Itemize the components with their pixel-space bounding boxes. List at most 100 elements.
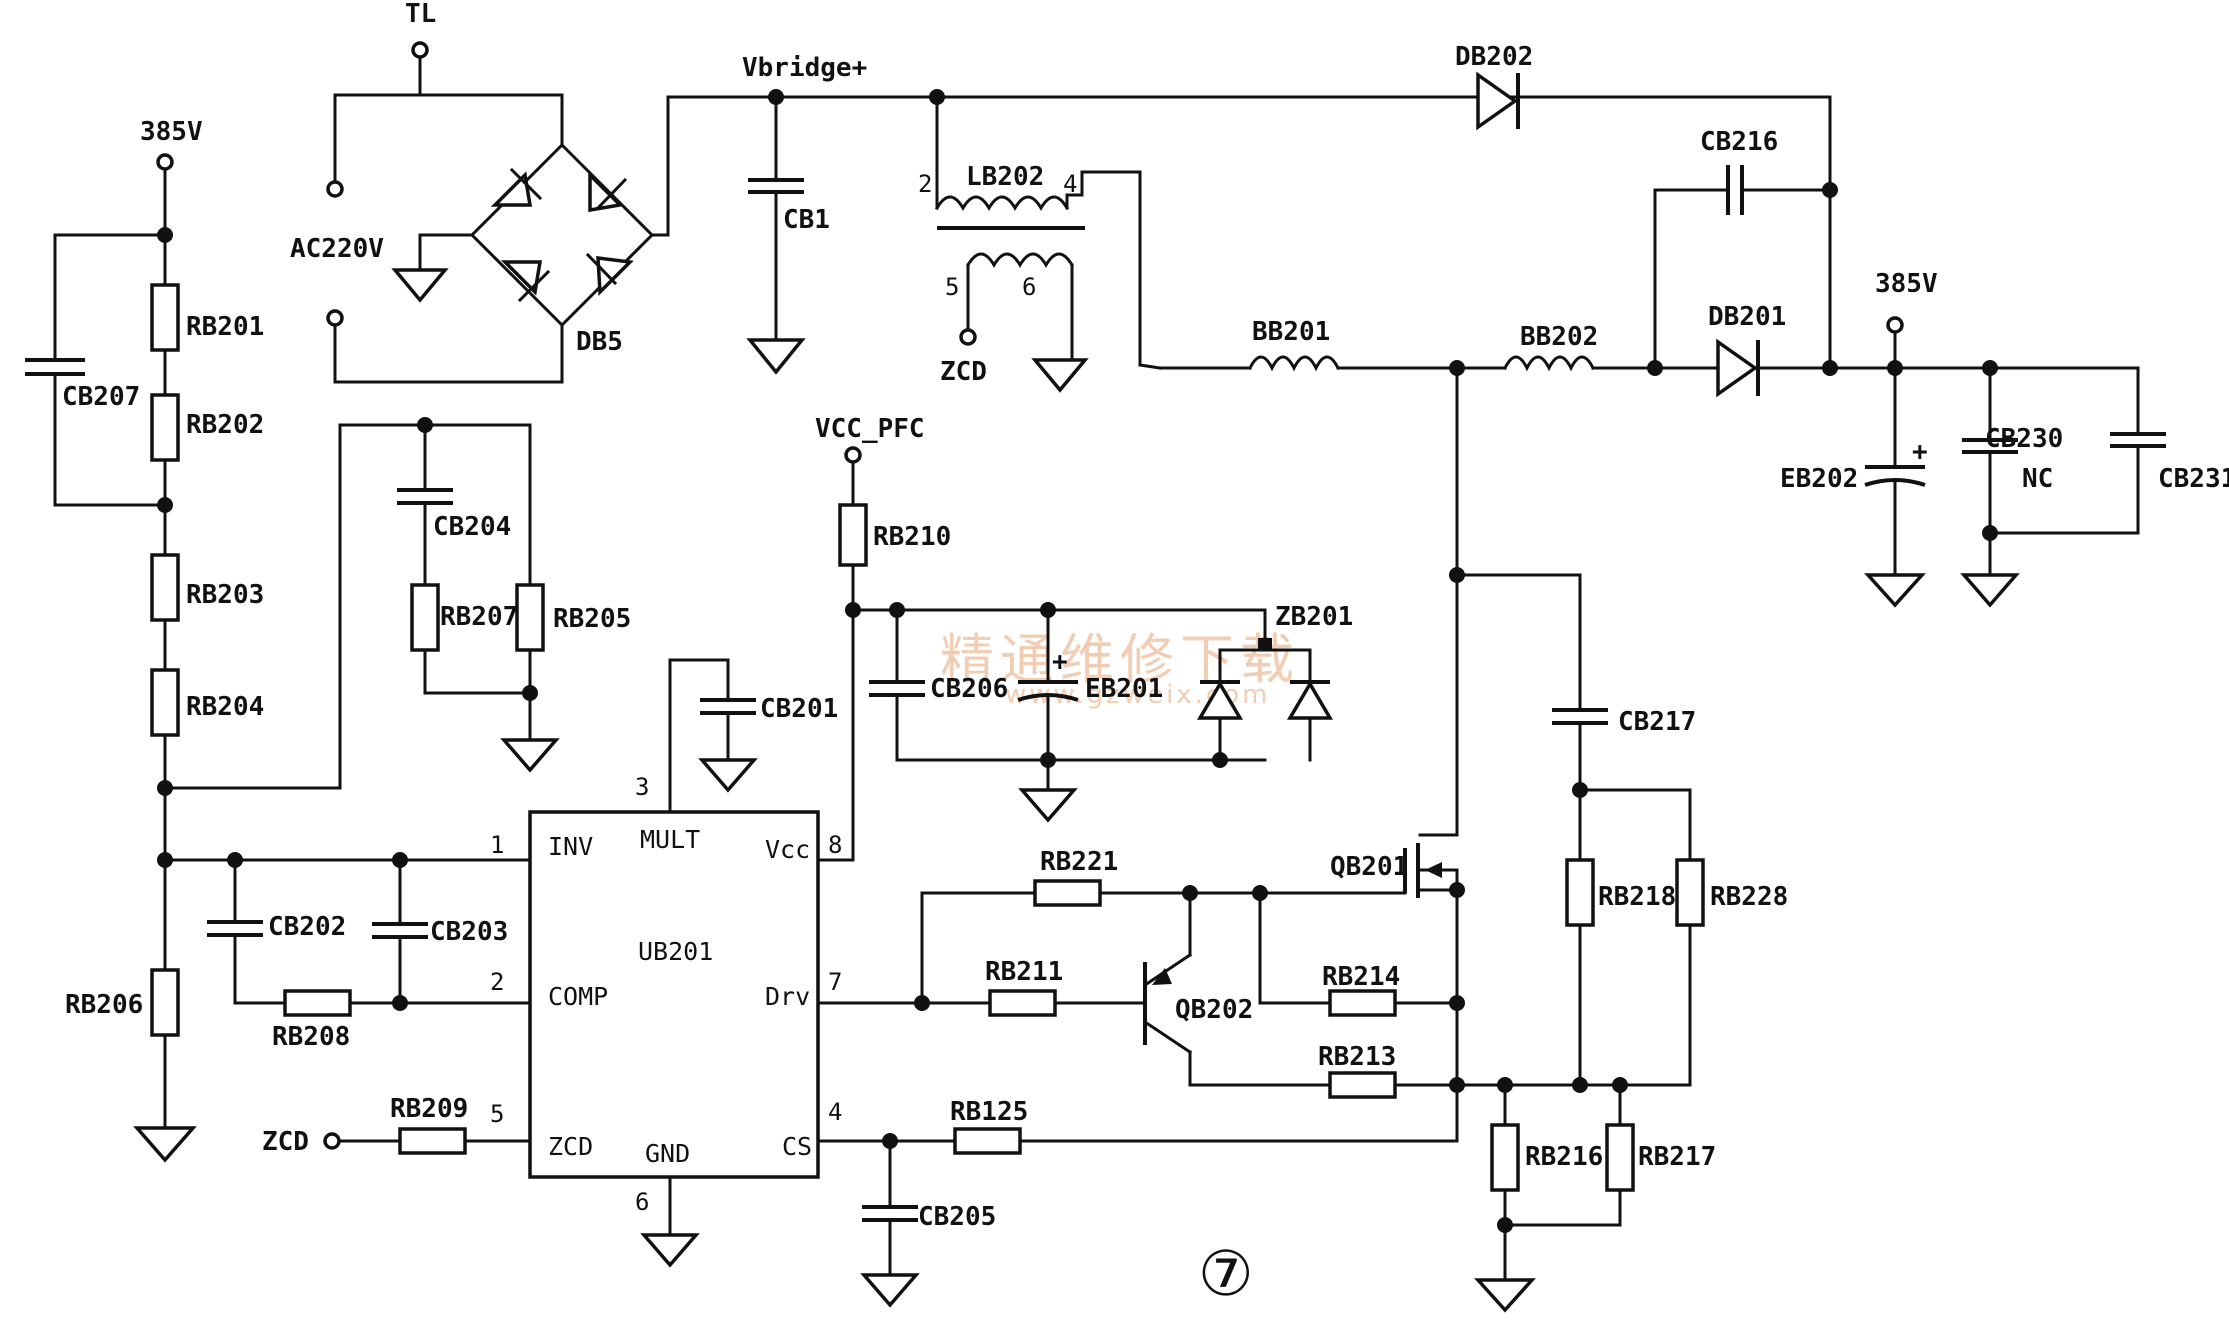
resistor-rb209 (398, 1127, 467, 1155)
resistor-rb210 (838, 503, 868, 567)
qb201-label: QB201 (1330, 852, 1408, 882)
resistor-rb206 (150, 968, 180, 1037)
zcd-in-label: ZCD (262, 1127, 309, 1157)
mult-network: CB204 RB207 RB205 (397, 423, 631, 773)
output-section: DB202 CB216 BB201 BB202 DB201 385V (1138, 42, 2229, 608)
eb201-plus: + (1052, 647, 1068, 677)
rb221-label: RB221 (1040, 847, 1118, 877)
tl-label: TL (405, 0, 436, 29)
eb201-label: EB201 (1085, 674, 1163, 704)
rb125-label: RB125 (950, 1097, 1028, 1127)
resistor-rb213 (1328, 1071, 1397, 1099)
zcd-in-terminal (323, 1132, 341, 1150)
pin1-num: 1 (490, 831, 504, 859)
rb208-label: RB208 (272, 1022, 350, 1052)
qb202-label: QB202 (1175, 995, 1253, 1025)
ub201-ref: UB201 (638, 937, 713, 966)
resistor-rb211 (988, 989, 1057, 1017)
ground-cb205 (860, 1273, 920, 1308)
pin5-num: 5 (490, 1100, 504, 1128)
pin8-num: 8 (828, 831, 842, 859)
vcc-pfc-label: VCC_PFC (815, 414, 925, 444)
pin-drv-name: Drv (765, 982, 810, 1011)
nc-label: NC (2022, 464, 2053, 494)
rb202-label: RB202 (186, 410, 264, 440)
ub201-body (528, 810, 820, 1179)
ac220v-label: AC220V (290, 234, 384, 264)
resistor-rb125 (953, 1127, 1022, 1155)
hv-top-terminal (156, 153, 174, 171)
diode-db201 (1716, 338, 1759, 398)
hv-out-label: 385V (1875, 269, 1938, 299)
pin6-num: 6 (635, 1188, 649, 1216)
rb210-label: RB210 (873, 522, 951, 552)
db5-label: DB5 (576, 327, 623, 357)
resistor-rb216 (1490, 1123, 1520, 1192)
ground-eb201 (1018, 788, 1078, 823)
pin-zcd-name: ZCD (548, 1132, 593, 1161)
inductor-lb202: 2 LB202 4 5 ZCD 6 (918, 95, 1142, 393)
cb231-label: CB231 (2158, 464, 2229, 494)
zcd-aux-terminal (959, 328, 977, 346)
rb218-label: RB218 (1598, 882, 1676, 912)
rb203-label: RB203 (186, 580, 264, 610)
eb202-label: EB202 (1780, 464, 1858, 494)
rb217-label: RB217 (1638, 1142, 1716, 1172)
resistor-rb203 (150, 553, 180, 622)
rb205-label: RB205 (553, 604, 631, 634)
resistor-rb204 (150, 668, 180, 737)
rb204-label: RB204 (186, 692, 264, 722)
rb228-label: RB228 (1710, 882, 1788, 912)
ground-cb1 (746, 338, 806, 375)
resistor-rb202 (150, 393, 180, 462)
cb206-label: CB206 (930, 674, 1008, 704)
rb213-label: RB213 (1318, 1042, 1396, 1072)
pin-cs-name: CS (782, 1132, 812, 1161)
pin-mult-name: MULT (640, 825, 700, 854)
pin3-num: 3 (635, 773, 649, 801)
lb202-pin2: 2 (918, 170, 932, 198)
ground-lb202 (1031, 358, 1089, 393)
bridge-section: TL AC220V DB5 (290, 0, 1832, 384)
rb209-label: RB209 (390, 1094, 468, 1124)
rb211-label: RB211 (985, 957, 1063, 987)
ground-cb230 (1960, 573, 2020, 608)
cb203-label: CB203 (430, 917, 508, 947)
ac-terminal-bottom (326, 309, 344, 327)
diode-db202 (1476, 71, 1519, 131)
switch-section: QB201 RB221 RB211 QB202 RB214 (816, 366, 1582, 1308)
eb202-plus: + (1912, 437, 1928, 467)
figure-number: ⑦ (1198, 1237, 1254, 1310)
resistor-rb214 (1328, 989, 1397, 1017)
pin4-num: 4 (828, 1098, 842, 1126)
rb201-label: RB201 (186, 312, 264, 342)
bridge-rectifier-db5 (469, 142, 655, 328)
rb206-label: RB206 (65, 990, 143, 1020)
ground-rb216 (1474, 1278, 1536, 1313)
figure-number-label: ⑦ (1198, 1237, 1254, 1310)
pin7-num: 7 (828, 968, 842, 996)
vcc-pfc-terminal (844, 446, 862, 464)
cb1-label: CB1 (783, 205, 830, 235)
bb202-label: BB202 (1520, 322, 1598, 352)
snubber-sense: CB217 RB218 RB228 RB216 RB217 (1455, 573, 1788, 1313)
db202-label: DB202 (1455, 42, 1533, 72)
vcc-section: VCC_PFC RB210 CB206 + EB201 (815, 414, 1353, 862)
cb207-label: CB207 (62, 382, 140, 412)
resistor-rb205 (515, 583, 545, 652)
cb216-label: CB216 (1700, 127, 1778, 157)
voltage-divider: 385V CB207 RB201 RB202 RB203 RB204 RB206 (25, 117, 532, 1163)
bb201-label: BB201 (1252, 317, 1330, 347)
ground-bridge (391, 268, 449, 303)
cb205-label: CB205 (918, 1202, 996, 1232)
pin-inv-name: INV (548, 832, 593, 861)
cb202-label: CB202 (268, 912, 346, 942)
ground-cb201 (698, 758, 758, 793)
ground-rb206 (133, 1126, 197, 1163)
resistor-rb207 (410, 583, 440, 652)
pin-comp-name: COMP (548, 982, 608, 1011)
cb204-label: CB204 (433, 512, 511, 542)
pin-gnd-name: GND (645, 1139, 690, 1168)
